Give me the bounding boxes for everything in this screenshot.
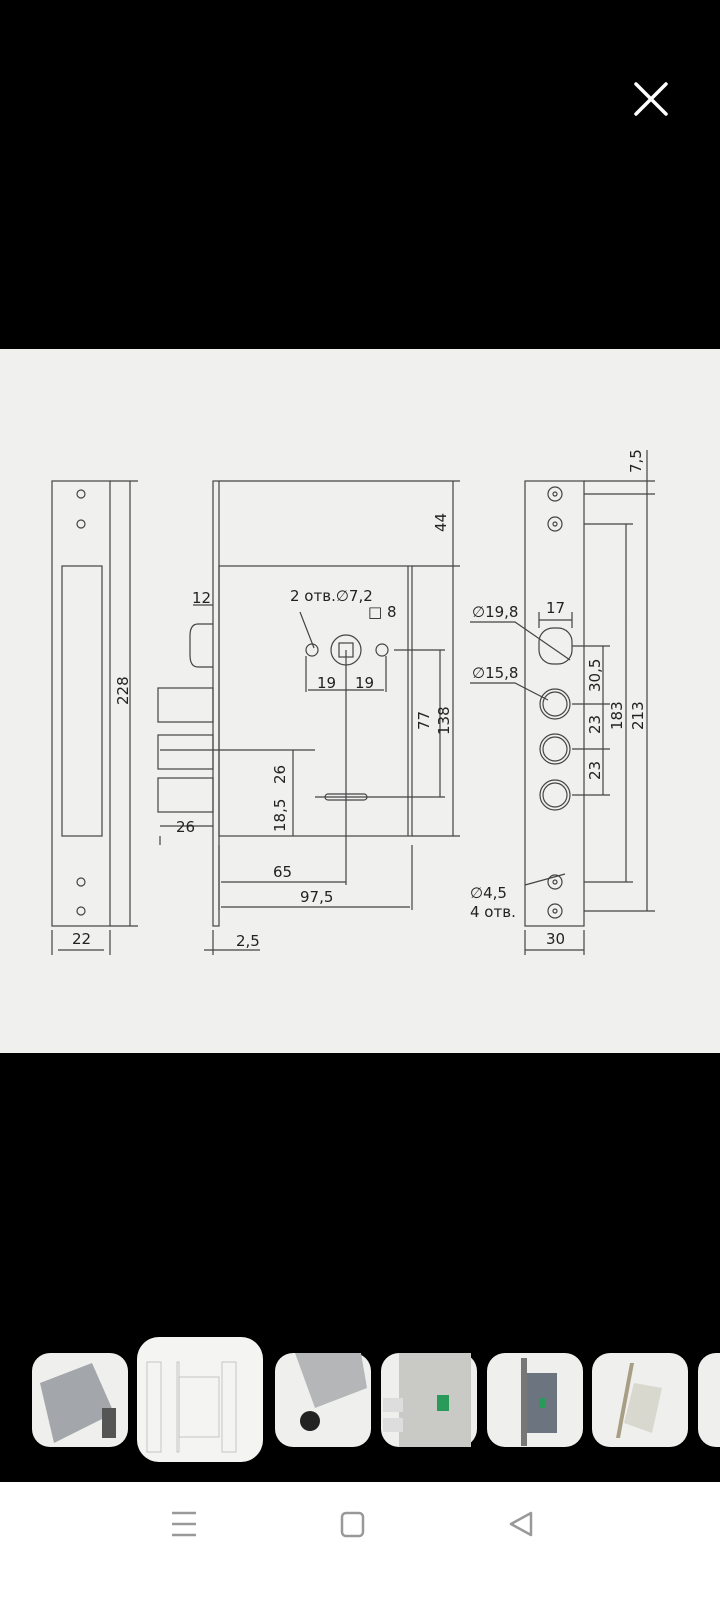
dim-cyl-large: ∅19,8: [472, 603, 518, 621]
dim-left-width: 22: [72, 930, 91, 948]
dim-top-offset: 44: [432, 513, 450, 532]
lock-photo-thumbnail: [616, 1363, 662, 1438]
recents-button[interactable]: [164, 1504, 204, 1544]
back-button[interactable]: [500, 1504, 540, 1544]
thumbnail-7[interactable]: [698, 1353, 720, 1447]
lock-photo-thumbnail: [40, 1363, 116, 1443]
image-viewer[interactable]: 228 22 12 2 отв.∅7,2 □ 8 19 19 26 18,5 2…: [0, 349, 720, 1053]
left-strike-plate: [51, 480, 138, 955]
dim-left-height: 228: [114, 676, 132, 705]
dim-screw-count: 4 отв.: [470, 903, 516, 921]
dim-backset: 65: [273, 863, 292, 881]
home-button[interactable]: [332, 1504, 372, 1544]
dim-key-bottom: 18,5: [271, 799, 289, 832]
lock-photo-thumbnail: [521, 1358, 557, 1446]
close-icon: [634, 82, 668, 116]
dim-bolt-spacing: 26: [271, 765, 289, 784]
dim-spacing-3: 23: [586, 761, 604, 780]
dim-square: □ 8: [368, 603, 396, 621]
lock-body: [157, 480, 460, 955]
dim-outer-holes: 213: [629, 701, 647, 730]
dim-screw-dia: ∅4,5: [470, 884, 507, 902]
dim-latch: 12: [192, 589, 211, 607]
thumbnail-strip[interactable]: [0, 1337, 720, 1462]
thumbnail-4[interactable]: [381, 1353, 477, 1447]
dim-holes-note: 2 отв.∅7,2: [290, 587, 373, 605]
dim-body-width: 97,5: [300, 888, 333, 906]
lock-photo-thumbnail: [295, 1353, 367, 1431]
dim-top-hole: 7,5: [627, 449, 645, 473]
dim-bolt-projection: 26: [176, 818, 195, 836]
thumbnail-1[interactable]: [32, 1353, 128, 1447]
menu-icon: [172, 1511, 196, 1537]
dim-inner-holes: 183: [608, 701, 626, 730]
dim-spacing-1: 30,5: [586, 659, 604, 692]
dim-offset-right: 19: [355, 674, 374, 692]
dim-right-width: 30: [546, 930, 565, 948]
dim-spacing-2: 23: [586, 715, 604, 734]
close-button[interactable]: [628, 76, 674, 122]
dim-faceplate: 2,5: [236, 932, 260, 950]
thumbnail-3[interactable]: [275, 1353, 371, 1447]
thumbnail-6[interactable]: [592, 1353, 688, 1447]
dim-cyl-width: 17: [546, 599, 565, 617]
square-icon: [340, 1511, 365, 1538]
dim-cyl-small: ∅15,8: [472, 664, 518, 682]
dim-offset-left: 19: [317, 674, 336, 692]
triangle-back-icon: [509, 1511, 533, 1537]
dim-spindle-key: 77: [415, 711, 433, 730]
dim-body-height: 138: [435, 706, 453, 735]
drawing-thumbnail: [146, 1361, 237, 1453]
thumbnail-2-selected[interactable]: [137, 1337, 263, 1462]
thumbnail-5[interactable]: [487, 1353, 583, 1447]
system-navigation-bar: [0, 1482, 720, 1600]
lock-photo-thumbnail: [383, 1353, 471, 1447]
right-faceplate: [470, 450, 655, 955]
lock-technical-drawing: 228 22 12 2 отв.∅7,2 □ 8 19 19 26 18,5 2…: [51, 449, 655, 955]
